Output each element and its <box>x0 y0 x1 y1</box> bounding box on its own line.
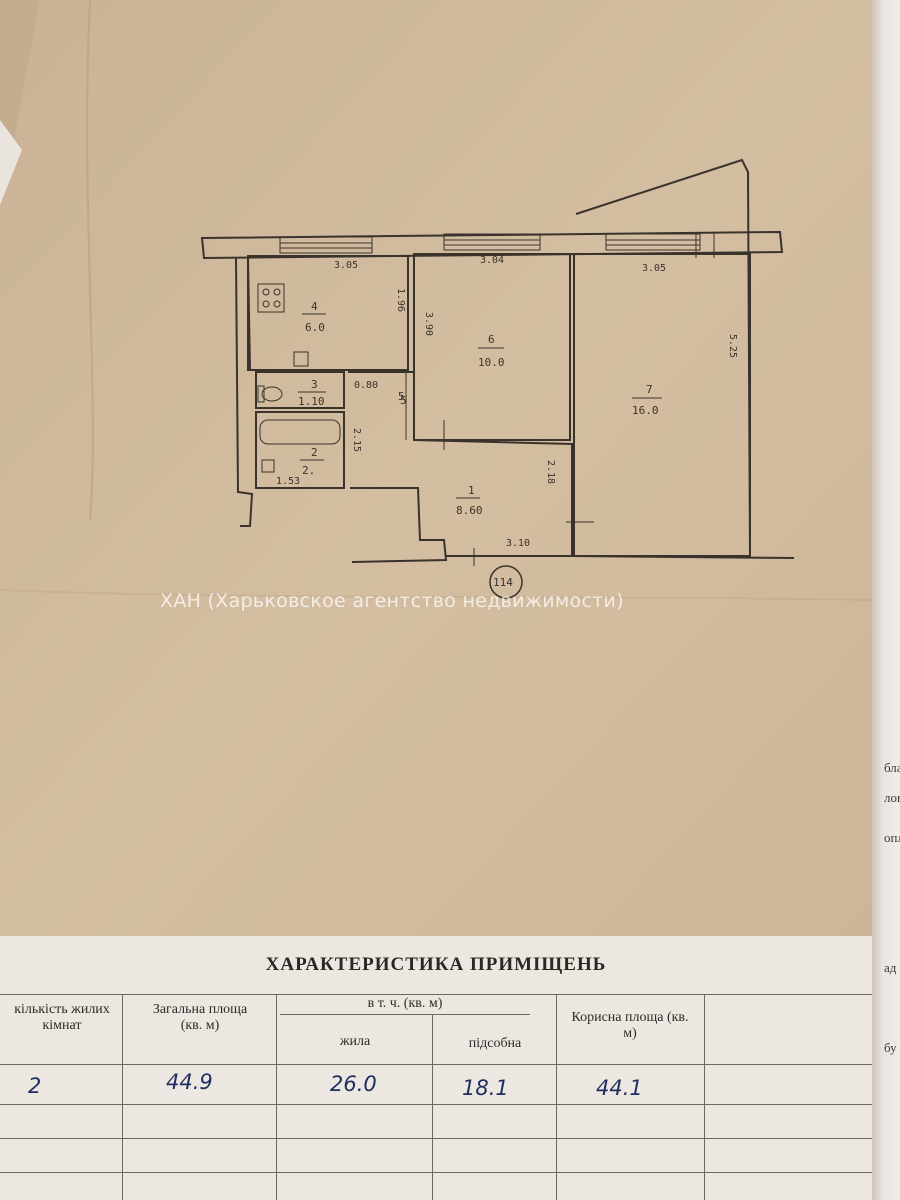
table-rule <box>0 994 872 995</box>
dimension-label: 3.04 <box>480 255 504 266</box>
toilet-icon <box>257 385 283 403</box>
characteristics-table: ХАРАКТЕРИСТИКА ПРИМІЩЕНЬ кількість жилих… <box>0 936 872 1200</box>
table-rule <box>0 1172 872 1173</box>
room-number: 2 <box>311 446 318 459</box>
dimension-label: 0.80 <box>354 380 378 391</box>
adjacent-page-edge: бла лов опл ад бу <box>872 0 900 1200</box>
table-rule <box>0 1064 872 1065</box>
apartment-number-circle <box>489 565 523 599</box>
room-number: 3 <box>311 378 318 391</box>
sink-icon <box>293 351 309 367</box>
table-rule <box>280 1014 530 1015</box>
dimension-label: 3.10 <box>506 538 530 549</box>
room-number: 5 <box>398 390 405 403</box>
table-rule <box>556 994 557 1200</box>
table-rule <box>0 1138 872 1139</box>
header-total-area: Загальна площа (кв. м) <box>152 1002 248 1033</box>
room-number: 4 <box>311 300 318 313</box>
watermark: ХАН (Харьковское агентство недвижимости) <box>160 590 624 612</box>
dimension-label: 3.05 <box>334 260 358 271</box>
header-including: в т. ч. (кв. м) <box>367 996 443 1011</box>
stove-icon <box>257 283 285 313</box>
side-fragment: бу <box>884 1040 897 1055</box>
side-fragment: бла <box>884 760 900 775</box>
table-rule <box>704 994 705 1200</box>
dimension-label: 3.05 <box>642 263 666 274</box>
header-rooms-count: кількість жилих кімнат <box>14 1002 110 1033</box>
dimension-label: 5.25 <box>727 334 738 358</box>
table-rule <box>432 1014 433 1200</box>
room-area: 2. <box>302 464 315 477</box>
room-area: 16.0 <box>632 404 659 417</box>
room-area: 10.0 <box>478 356 505 369</box>
room-area: 1.10 <box>298 395 325 408</box>
window-icon <box>443 233 541 251</box>
side-fragment: ад <box>884 960 897 975</box>
value-total-area: 44.9 <box>166 1070 213 1094</box>
window-icon <box>605 233 701 251</box>
room-number: 7 <box>646 383 653 396</box>
table-rule <box>0 1104 872 1105</box>
table-rule <box>122 994 123 1200</box>
floor-plan: 4 6.0 6 10.0 7 16.0 3 1.10 2 2. 1 8.60 5… <box>200 158 795 599</box>
value-living: 26.0 <box>330 1072 377 1096</box>
apartment-number: 114 <box>493 576 513 589</box>
room-area: 8.60 <box>456 504 483 517</box>
dimension-label: 1.96 <box>395 288 406 312</box>
side-fragment: лов <box>884 790 900 805</box>
dimension-label: 2.18 <box>545 460 556 484</box>
value-auxiliary: 18.1 <box>462 1076 509 1100</box>
table-rule <box>276 994 277 1200</box>
bathtub-icon <box>259 419 341 473</box>
dimension-label: 1.53 <box>276 476 300 487</box>
room-number: 6 <box>488 333 495 346</box>
header-auxiliary: підсобна <box>468 1036 522 1051</box>
header-useful-area: Корисна площа (кв. м) <box>571 1010 689 1041</box>
header-living: жила <box>339 1034 371 1049</box>
dimension-label: 2.15 <box>351 428 362 452</box>
value-rooms-count: 2 <box>28 1074 42 1098</box>
window-icon <box>279 236 373 254</box>
side-fragment: опл <box>884 830 900 845</box>
table-title: ХАРАКТЕРИСТИКА ПРИМІЩЕНЬ <box>265 954 607 975</box>
dimension-label: 3.90 <box>423 312 434 336</box>
room-area: 6.0 <box>305 321 325 334</box>
room-number: 1 <box>468 484 475 497</box>
room-number: 5 <box>400 394 407 407</box>
value-useful-area: 44.1 <box>596 1076 643 1100</box>
